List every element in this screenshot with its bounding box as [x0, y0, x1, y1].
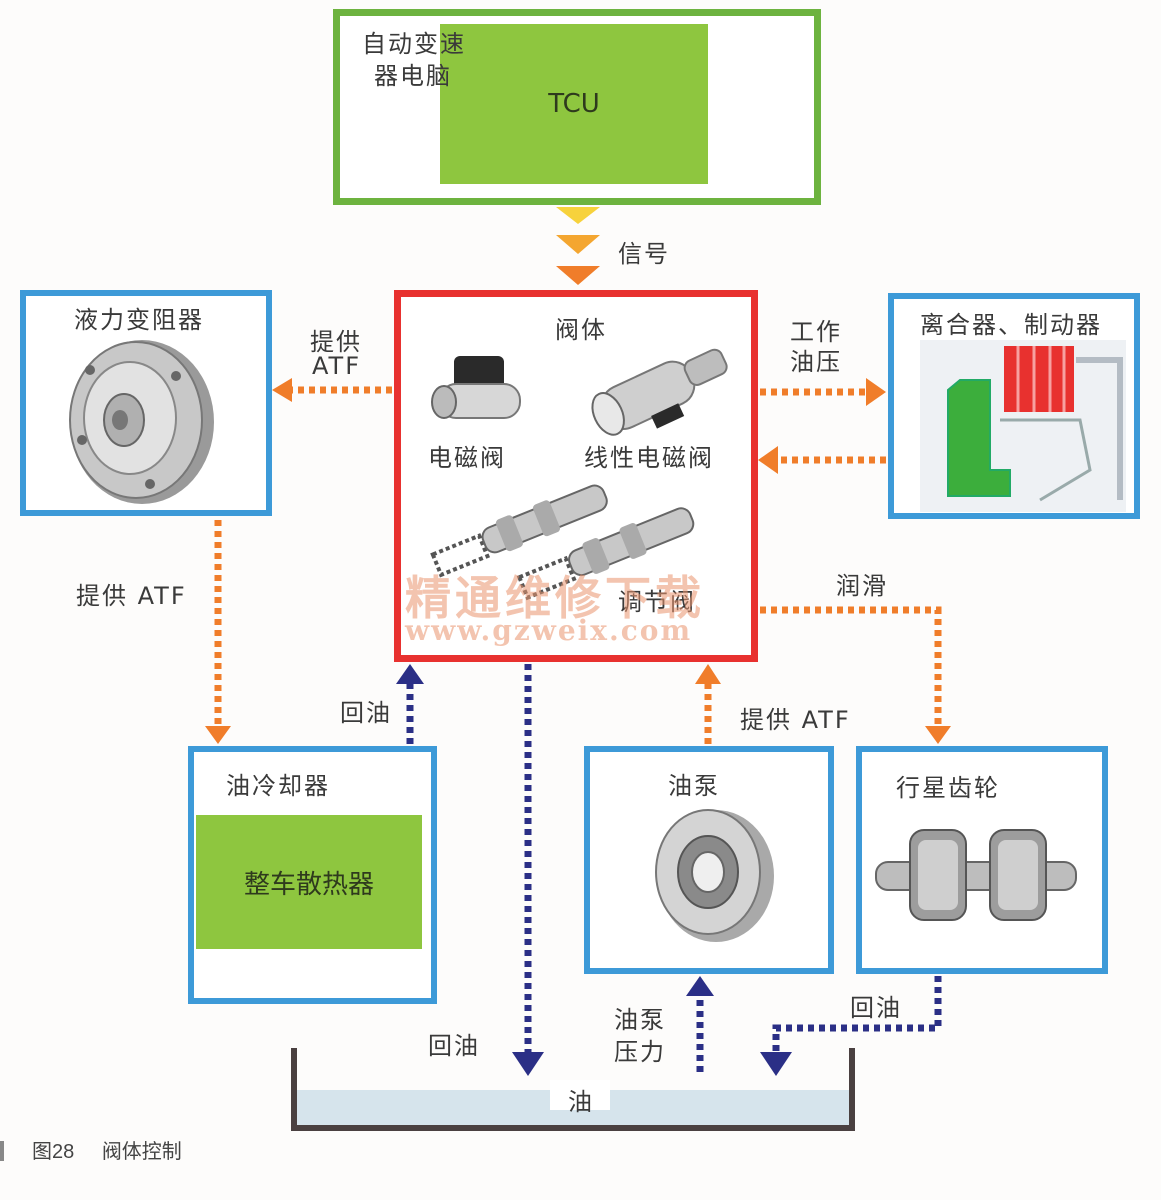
oil-tank-label: 油 [568, 1088, 594, 1116]
oil-pump-box [584, 746, 834, 974]
planetary-gear-box [856, 746, 1108, 974]
torque-converter-illustration [69, 340, 214, 504]
regulator-valve-label: 调节阀 [618, 588, 696, 616]
oil-tank [291, 1048, 855, 1131]
atf-flow-lines [214, 386, 942, 744]
supply-atf-left-line1: 提供 [310, 328, 362, 356]
return-flow-lines [406, 664, 942, 1072]
solenoid-valve-illustration [431, 356, 521, 419]
signal-arrow [556, 207, 600, 285]
oil-pump-title: 油泵 [668, 772, 720, 800]
oil-cooler-title: 油冷却器 [226, 772, 330, 800]
figure-title: 阀体控制 [101, 1141, 182, 1163]
caption-bar [0, 1141, 4, 1161]
tcu-label: TCU [548, 89, 600, 119]
return-arrow-heads [396, 664, 792, 1076]
figure-number: 图28 [32, 1141, 75, 1163]
tcu-title-line2: 器电脑 [374, 62, 452, 90]
atf-arrow-heads [205, 378, 951, 744]
radiator-panel: 整车散热器 [196, 815, 422, 949]
lubrication-label: 润滑 [836, 572, 888, 600]
radiator-label: 整车散热器 [243, 869, 374, 900]
valve-body-title: 阀体 [555, 316, 607, 344]
tcu-title-line1: 自动变速 [362, 30, 466, 58]
return-oil-tank-label: 回油 [428, 1032, 480, 1060]
watermark-title: 精通维修下载 [405, 571, 705, 625]
supply-atf-left-line2: ATF [312, 352, 362, 380]
planetary-gear-title: 行星齿轮 [896, 774, 1000, 802]
watermark-url: www.gzweix.com [405, 614, 693, 647]
signal-label: 信号 [618, 240, 670, 268]
clutch-brake-title: 离合器、制动器 [920, 311, 1102, 339]
supply-atf-down-label: 提供 ATF [76, 582, 187, 610]
figure-caption: 图28 阀体控制 [0, 1135, 182, 1164]
valve-body-box [394, 290, 758, 662]
supply-atf-pump-label: 提供 ATF [740, 706, 851, 734]
return-oil-gear-label: 回油 [850, 994, 902, 1022]
clutch-brake-illustration [920, 340, 1126, 512]
torque-converter-title: 液力变阻器 [74, 306, 204, 334]
oil-pump-illustration [655, 809, 774, 942]
planetary-gear-illustration [875, 829, 1077, 921]
regulator-valves-illustration [430, 484, 695, 601]
pump-pressure-line1: 油泵 [614, 1006, 666, 1034]
linear-solenoid-label: 线性电磁阀 [584, 444, 714, 472]
return-oil-cooler-label: 回油 [340, 699, 392, 727]
tcu-panel: TCU [440, 24, 708, 184]
linear-solenoid-illustration [591, 348, 728, 436]
pump-pressure-line2: 压力 [614, 1038, 666, 1066]
working-pressure-line2: 油压 [790, 348, 842, 376]
working-pressure-line1: 工作 [790, 318, 842, 346]
solenoid-valve-label: 电磁阀 [428, 444, 506, 472]
